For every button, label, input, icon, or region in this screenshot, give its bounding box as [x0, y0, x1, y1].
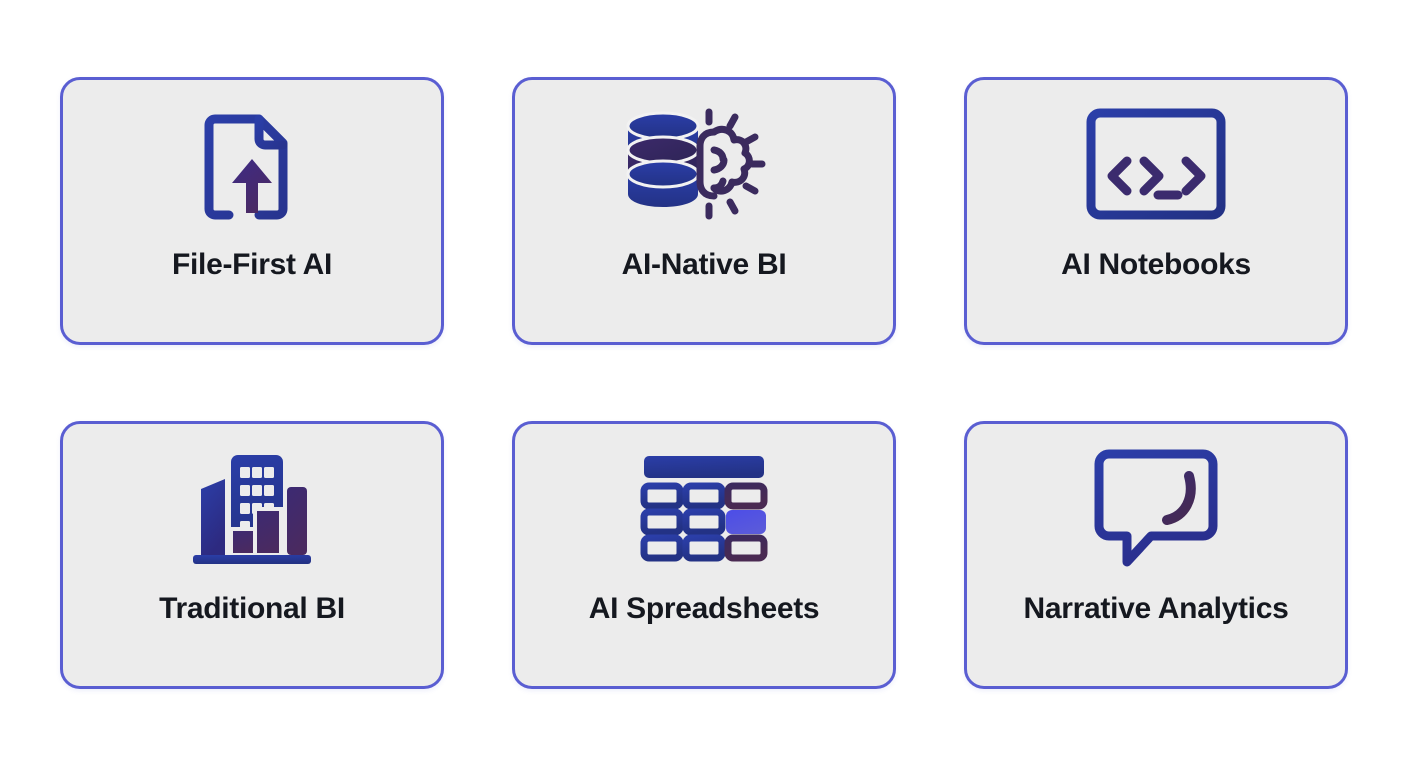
card-label: AI Spreadsheets [588, 592, 820, 625]
card-label: Traditional BI [159, 592, 345, 625]
spreadsheet-grid-icon [515, 424, 893, 592]
card-file-first-ai[interactable]: File-First AI [60, 77, 444, 345]
card-label: File-First AI [171, 248, 332, 281]
card-ai-native-bi[interactable]: AI-Native BI [512, 77, 896, 345]
feature-card-grid: File-First AI [60, 77, 1348, 689]
database-brain-icon [515, 80, 893, 248]
card-label: AI Notebooks [1061, 248, 1251, 281]
speech-bubble-lines-icon [967, 424, 1345, 592]
card-label: AI-Native BI [621, 248, 787, 281]
card-narrative-analytics[interactable]: Narrative Analytics [964, 421, 1348, 689]
card-ai-spreadsheets[interactable]: AI Spreadsheets [512, 421, 896, 689]
card-traditional-bi[interactable]: Traditional BI [60, 421, 444, 689]
file-upload-icon [63, 80, 441, 248]
card-ai-notebooks[interactable]: AI Notebooks [964, 77, 1348, 345]
office-building-chart-icon [63, 424, 441, 592]
code-window-icon [967, 80, 1345, 248]
card-label: Narrative Analytics [1023, 592, 1289, 625]
